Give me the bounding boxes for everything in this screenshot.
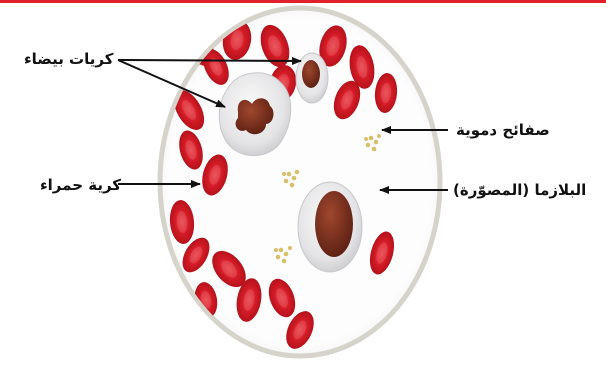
label-white-cells: كريات بيضاء bbox=[24, 50, 113, 68]
label-plasma: البلازما (المصوّرة) bbox=[453, 181, 586, 199]
label-platelets: صفائح دموية bbox=[456, 121, 550, 139]
label-red-cell: كرية حمراء bbox=[40, 176, 121, 194]
white-blood-cell-icon bbox=[219, 73, 290, 156]
arrow-white-cell-top bbox=[118, 60, 301, 61]
white-blood-cell-icon bbox=[298, 182, 362, 272]
